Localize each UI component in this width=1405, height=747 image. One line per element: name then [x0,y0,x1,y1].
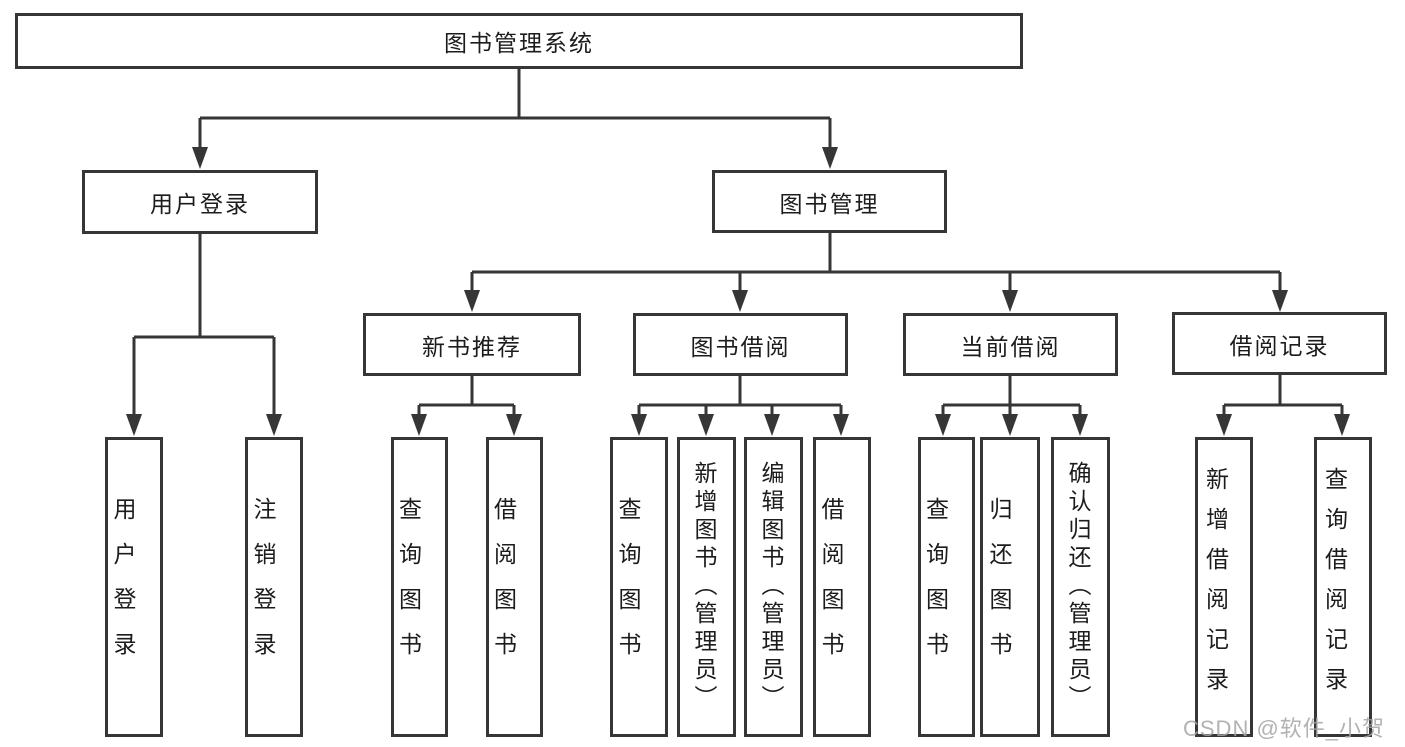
leaf-query-books-borrowing: 查询图书 [610,437,668,737]
arrow-down-icon [464,290,480,312]
csdn-watermark: CSDN @软件_小贺同学 [1183,716,1386,741]
leaf-user-login: 用户登录 [105,437,163,737]
arrow-down-icon [506,414,522,436]
arrow-down-icon [126,414,142,436]
node-library-management-system: 图书管理系统 [15,13,1023,69]
arrow-down-icon [764,414,780,436]
arrow-down-icon [192,147,208,169]
node-current-borrowing: 当前借阅 [903,313,1118,376]
node-book-management: 图书管理 [712,170,947,233]
node-book-borrowing: 图书借阅 [633,313,848,376]
arrow-down-icon [1272,290,1288,312]
leaf-logout: 注销登录 [245,437,303,737]
leaf-query-books-current: 查询图书 [918,437,975,737]
leaf-query-books-recommend: 查询图书 [391,437,448,737]
arrowheads [126,147,1350,436]
node-user-login: 用户登录 [82,170,318,234]
leaf-borrow-books-borrowing: 借阅图书 [813,437,871,737]
arrow-down-icon [732,290,748,312]
arrow-down-icon [411,414,427,436]
arrow-down-icon [1072,414,1088,436]
leaf-query-borrow-record: 查询借阅记录 [1314,437,1372,737]
leaf-edit-books-admin: 编辑图书（管理员） [744,437,803,737]
arrow-down-icon [822,147,838,169]
arrow-down-icon [1002,414,1018,436]
leaf-add-books-admin: 新增图书（管理员） [677,437,736,737]
leaf-confirm-return-admin: 确认归还（管理员） [1051,437,1110,737]
arrow-down-icon [631,414,647,436]
node-borrowing-records: 借阅记录 [1172,312,1387,375]
arrow-down-icon [833,414,849,436]
leaf-add-borrow-record: 新增借阅记录 [1195,437,1253,737]
arrow-down-icon [266,414,282,436]
node-new-book-recommend: 新书推荐 [363,313,581,376]
arrow-down-icon [1334,414,1350,436]
arrow-down-icon [1002,290,1018,312]
leaf-return-books: 归还图书 [980,437,1040,737]
arrow-down-icon [935,414,951,436]
arrow-down-icon [698,414,714,436]
arrow-down-icon [1216,414,1232,436]
leaf-borrow-books-recommend: 借阅图书 [486,437,543,737]
